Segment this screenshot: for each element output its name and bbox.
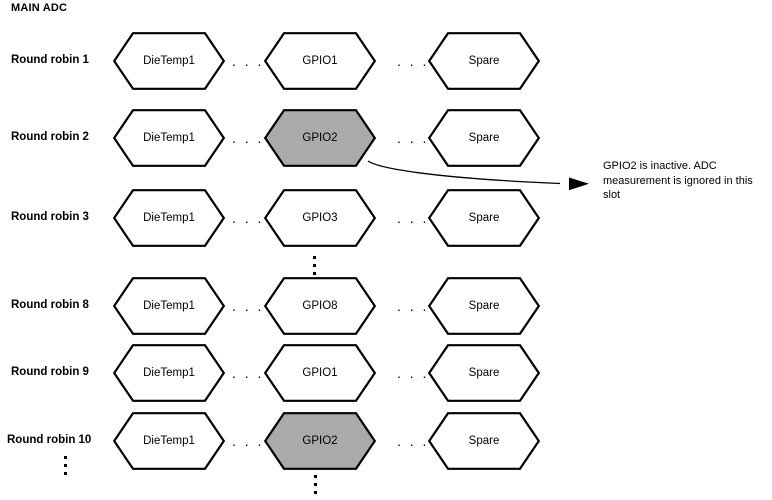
annotation-line-3: slot xyxy=(603,189,621,201)
cell-hexagon-r8-gpio[interactable]: GPIO8 xyxy=(263,277,377,335)
cell-hexagon-r1-gpio[interactable]: GPIO1 xyxy=(263,32,377,90)
cell-hexagon-r1-spare[interactable]: Spare xyxy=(427,32,541,90)
callout-annotation: GPIO2 is inactive. ADC measurement is ig… xyxy=(603,159,763,203)
ellipsis-r3-a: . . . xyxy=(232,210,264,226)
cell-hexagon-r10-spare[interactable]: Spare xyxy=(427,412,541,470)
cell-hexagon-r1-dietemp[interactable]: DieTemp1 xyxy=(112,32,226,90)
row-label-round-robin-8: Round robin 8 xyxy=(11,299,89,311)
ellipsis-r8-a: . . . xyxy=(232,298,264,314)
annotation-line-1: GPIO2 is inactive. ADC xyxy=(603,160,717,172)
cell-hexagon-r2-spare[interactable]: Spare xyxy=(427,109,541,167)
ellipsis-r9-a: . . . xyxy=(232,365,264,381)
ellipsis-r8-b: . . . xyxy=(397,298,429,314)
vertical-ellipsis-bottom xyxy=(313,475,317,494)
cell-hexagon-r2-gpio-inactive[interactable]: GPIO2 xyxy=(263,109,377,167)
row-label-round-robin-1: Round robin 1 xyxy=(11,54,89,66)
cell-hexagon-r10-gpio-inactive[interactable]: GPIO2 xyxy=(263,412,377,470)
ellipsis-r2-b: . . . xyxy=(397,130,429,146)
ellipsis-r1-b: . . . xyxy=(397,53,429,69)
cell-hexagon-r3-spare[interactable]: Spare xyxy=(427,189,541,247)
cell-hexagon-r9-gpio[interactable]: GPIO1 xyxy=(263,344,377,402)
vertical-ellipsis-middle xyxy=(312,256,316,275)
cell-hexagon-r9-dietemp[interactable]: DieTemp1 xyxy=(112,344,226,402)
cell-hexagon-r10-dietemp[interactable]: DieTemp1 xyxy=(112,412,226,470)
row-label-round-robin-9: Round robin 9 xyxy=(11,366,89,378)
row-label-round-robin-2: Round robin 2 xyxy=(11,131,89,143)
cell-hexagon-r3-gpio[interactable]: GPIO3 xyxy=(263,189,377,247)
cell-hexagon-r3-dietemp[interactable]: DieTemp1 xyxy=(112,189,226,247)
page-title: MAIN ADC xyxy=(11,2,68,14)
cell-hexagon-r2-dietemp[interactable]: DieTemp1 xyxy=(112,109,226,167)
ellipsis-r10-b: . . . xyxy=(397,433,429,449)
ellipsis-r9-b: . . . xyxy=(397,365,429,381)
ellipsis-r2-a: . . . xyxy=(232,130,264,146)
vertical-ellipsis-rows xyxy=(63,456,67,475)
row-label-round-robin-10: Round robin 10 xyxy=(7,434,92,446)
cell-hexagon-r8-dietemp[interactable]: DieTemp1 xyxy=(112,277,226,335)
cell-hexagon-r8-spare[interactable]: Spare xyxy=(427,277,541,335)
ellipsis-r10-a: . . . xyxy=(232,433,264,449)
ellipsis-r1-a: . . . xyxy=(232,53,264,69)
ellipsis-r3-b: . . . xyxy=(397,210,429,226)
row-label-round-robin-3: Round robin 3 xyxy=(11,211,89,223)
cell-hexagon-r9-spare[interactable]: Spare xyxy=(427,344,541,402)
annotation-line-2: measurement is ignored in this xyxy=(603,174,753,187)
